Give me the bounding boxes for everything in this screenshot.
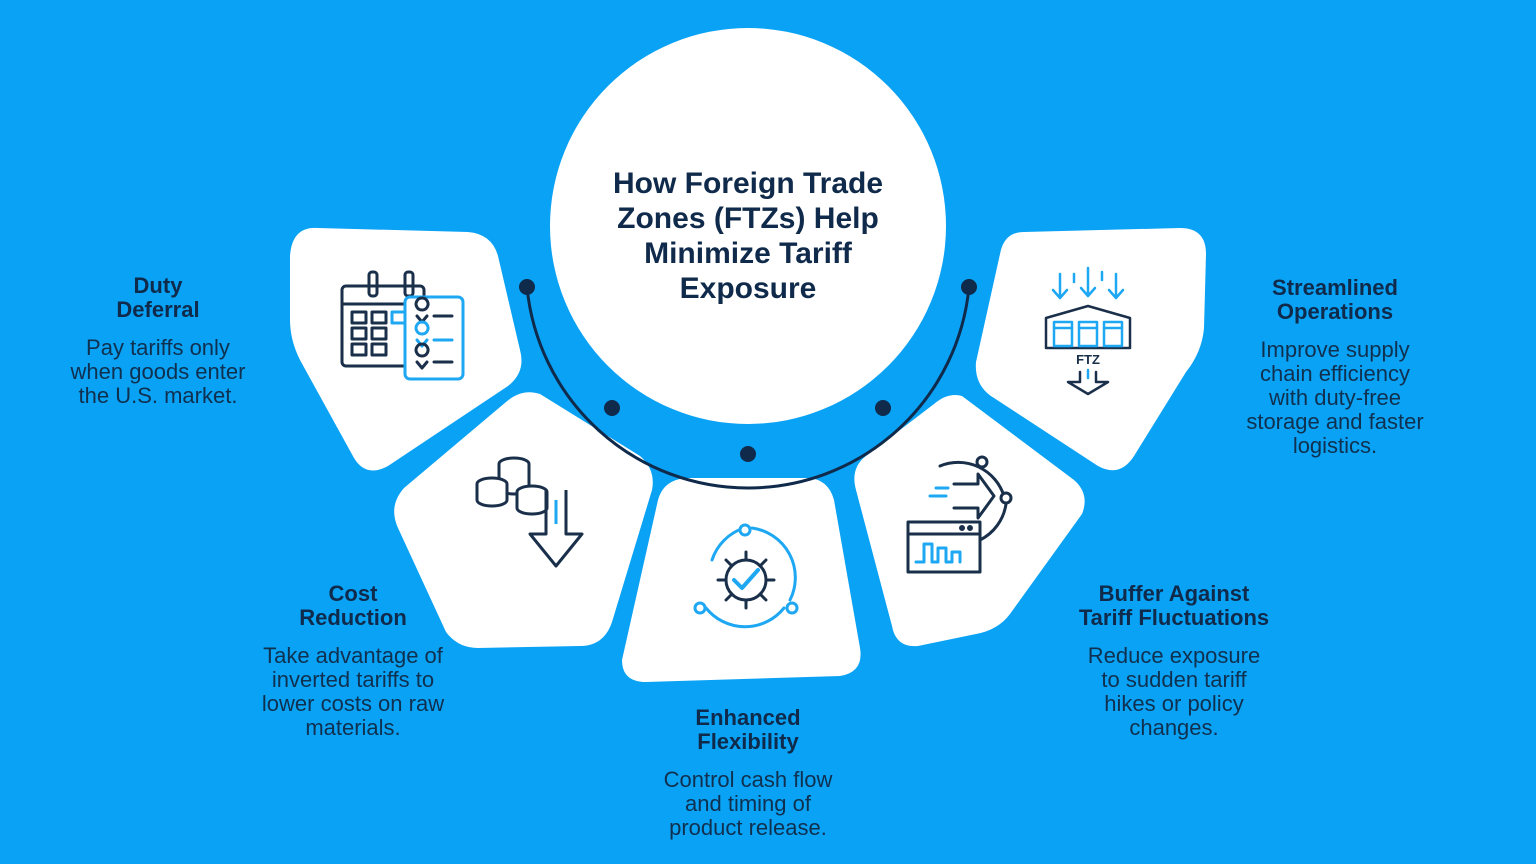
description-enhanced-flexibility-line: Control cash flow [663, 767, 833, 792]
description-streamlined-operations-line: Improve supply [1260, 337, 1410, 362]
description-cost-reduction-line: materials. [305, 715, 401, 740]
connector-arc [525, 286, 971, 490]
heading-duty-deferral-line: Deferral [116, 297, 200, 322]
description-duty-deferral-line: the U.S. market. [78, 383, 238, 408]
description-buffer-against-tariff-fluctuations-line: to sudden tariff [1101, 667, 1247, 692]
description-streamlined-operations-line: chain efficiency [1259, 361, 1410, 386]
chart-window-arrow-icon [906, 455, 1013, 574]
heading-enhanced-flexibility-line: Flexibility [697, 729, 799, 754]
description-buffer-against-tariff-fluctuations-line: Reduce exposure [1087, 643, 1261, 668]
heading-cost-reduction-line: Reduction [299, 605, 407, 630]
gear-check-cycle-icon [693, 523, 799, 629]
description-streamlined-operations-line: with duty-free [1268, 385, 1402, 410]
arc-dot-5 [961, 279, 977, 295]
page-title-line: Exposure [679, 272, 817, 305]
heading-cost-reduction-line: Cost [328, 581, 378, 606]
arc-dot-4 [875, 400, 891, 416]
page-title-line: How Foreign Trade [612, 167, 884, 200]
coins-down-arrow-icon [475, 456, 584, 568]
heading-streamlined-operations-line: Operations [1276, 299, 1394, 324]
page-title-line: Minimize Tariff [644, 237, 852, 270]
page-title-line: Zones (FTZs) Help [617, 202, 879, 235]
heading-buffer-against-tariff-fluctuations-line: Buffer Against [1098, 581, 1250, 606]
arc-dot-2 [604, 400, 620, 416]
description-streamlined-operations-line: logistics. [1292, 433, 1378, 458]
description-enhanced-flexibility-line: product release. [669, 815, 827, 840]
ftz-label: FTZ [1076, 352, 1100, 367]
calendar-location-icon [340, 270, 465, 381]
heading-duty-deferral-line: Duty [133, 273, 183, 298]
description-buffer-against-tariff-fluctuations-line: changes. [1129, 715, 1219, 740]
card-cost-reduction [394, 392, 653, 648]
center-circle [550, 28, 946, 424]
card-enhanced-flexibility [622, 478, 861, 682]
description-buffer-against-tariff-fluctuations-line: hikes or policy [1104, 691, 1244, 716]
arc-dot-3 [740, 446, 756, 462]
description-duty-deferral-line: Pay tariffs only [86, 335, 230, 360]
description-cost-reduction-line: Take advantage of [263, 643, 443, 668]
description-streamlined-operations-line: storage and faster [1246, 409, 1424, 434]
description-cost-reduction-line: inverted tariffs to [271, 667, 435, 692]
heading-enhanced-flexibility-line: Enhanced [695, 705, 801, 730]
heading-streamlined-operations-line: Streamlined [1272, 275, 1398, 300]
description-enhanced-flexibility-line: and timing of [685, 791, 811, 816]
description-duty-deferral-line: when goods enter [70, 359, 246, 384]
heading-buffer-against-tariff-fluctuations-line: Tariff Fluctuations [1078, 605, 1270, 630]
arc-dot-1 [519, 279, 535, 295]
ftz-warehouse-icon [1044, 266, 1132, 396]
description-cost-reduction-line: lower costs on raw [261, 691, 445, 716]
